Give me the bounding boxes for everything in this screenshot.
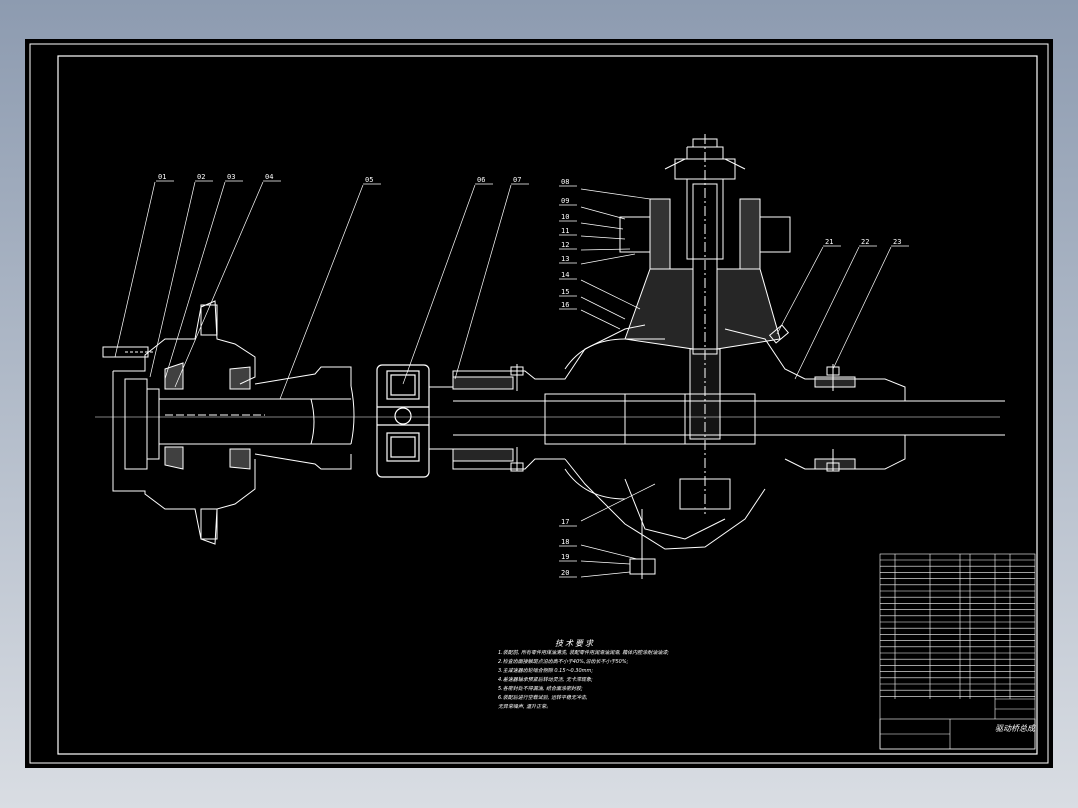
leader-lines xyxy=(114,180,909,578)
leader-line xyxy=(580,483,656,522)
part-number-05: 05 xyxy=(365,176,373,184)
requirement-line: 4.差速器轴承预紧后转动灵活, 无卡滞现象; xyxy=(498,677,593,683)
leader-line xyxy=(832,246,892,370)
requirement-line: 2.检查齿面接触斑点沿齿高不小于40%,沿齿长不小于50%; xyxy=(498,659,629,665)
leader-line xyxy=(454,184,512,380)
part-number-17: 17 xyxy=(561,518,569,526)
leader-line xyxy=(174,181,264,388)
part-number-18: 18 xyxy=(561,538,569,546)
part-number-23: 23 xyxy=(893,238,901,246)
part-number-19: 19 xyxy=(561,553,569,561)
part-number-09: 09 xyxy=(561,197,569,205)
part-number-03: 03 xyxy=(227,173,235,181)
part-number-10: 10 xyxy=(561,213,569,221)
part-number-13: 13 xyxy=(561,255,569,263)
leader-line xyxy=(794,246,860,380)
leader-line xyxy=(580,309,621,330)
pinion-flange-assembly xyxy=(619,134,791,579)
leader-line xyxy=(114,181,156,358)
part-number-22: 22 xyxy=(861,238,869,246)
requirement-line: 无异常噪声, 温升正常。 xyxy=(498,704,552,710)
leader-line xyxy=(580,206,626,220)
technical-requirements-title: 技术要求 xyxy=(555,639,595,648)
part-number-labels: 01 02 03 04 05 06 07 08 09 10 11 12 13 14 15 16 17 18 19 20… xyxy=(158,173,901,577)
part-number-06: 06 xyxy=(477,176,485,184)
leader-line xyxy=(580,544,638,560)
leader-line xyxy=(580,253,636,265)
part-number-21: 21 xyxy=(825,238,833,246)
leader-line xyxy=(580,222,624,230)
requirement-line: 3.主减速器齿轮啮合侧隙 0.15～0.30mm; xyxy=(498,668,594,674)
part-number-01: 01 xyxy=(158,173,166,181)
part-number-14: 14 xyxy=(561,271,569,279)
part-number-07: 07 xyxy=(513,176,521,184)
leader-line xyxy=(580,279,641,310)
leader-line xyxy=(580,235,626,240)
drawing-canvas: 01 02 03 04 05 06 07 08 09 10 11 12 13 14 15 16 17 18 19 20… xyxy=(25,39,1053,768)
requirement-line: 1.装配前, 所有零件用煤油清洗, 装配零件用润滑油润滑, 箱体内腔涂耐油油漆; xyxy=(498,650,669,656)
requirement-line: 6.装配后进行空载试验, 运转平稳无冲击, xyxy=(498,695,588,701)
leader-line xyxy=(279,184,364,400)
inner-frame xyxy=(57,55,1038,755)
leader-line xyxy=(402,184,476,385)
part-number-04: 04 xyxy=(265,173,273,181)
part-number-08: 08 xyxy=(561,178,569,186)
title-block xyxy=(879,553,1036,750)
part-number-12: 12 xyxy=(561,241,569,249)
leader-line xyxy=(580,560,631,565)
outer-frame xyxy=(29,43,1049,764)
part-number-16: 16 xyxy=(561,301,569,309)
part-number-20: 20 xyxy=(561,569,569,577)
cad-drawing: 01 02 03 04 05 06 07 08 09 10 11 12 13 14 15 16 17 18 19 20… xyxy=(29,43,1049,764)
leader-line xyxy=(580,296,626,320)
part-number-02: 02 xyxy=(197,173,205,181)
axle-housing xyxy=(429,324,1005,550)
leader-line xyxy=(164,181,226,380)
leader-line xyxy=(580,188,651,200)
joint-block xyxy=(376,364,430,478)
part-number-11: 11 xyxy=(561,227,569,235)
part-number-15: 15 xyxy=(561,288,569,296)
leader-line xyxy=(580,571,631,578)
technical-requirements-body: 1.装配前, 所有零件用煤油清洗, 装配零件用润滑油润滑, 箱体内腔涂耐油油漆;… xyxy=(498,649,718,712)
bom-rows xyxy=(880,559,1035,697)
left-hub-assembly xyxy=(102,300,355,545)
drawing-name: 驱动桥总成 xyxy=(995,724,1036,733)
leader-line xyxy=(580,248,631,251)
leader-line xyxy=(149,181,196,378)
requirement-line: 5.各密封处不得漏油, 结合面涂密封胶; xyxy=(498,686,583,692)
leader-line xyxy=(776,246,824,335)
